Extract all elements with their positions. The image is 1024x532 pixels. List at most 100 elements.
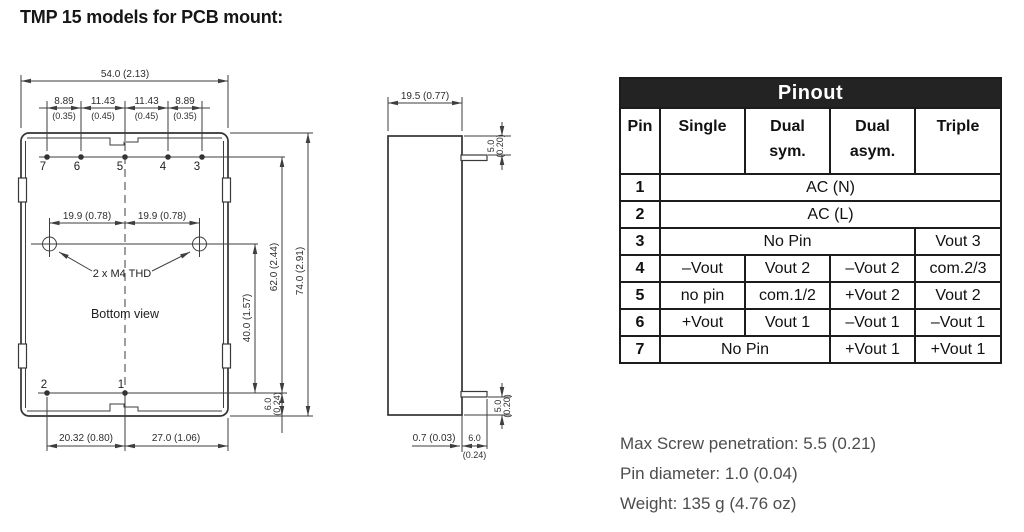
col-header-line1: Triple (936, 118, 980, 135)
pin-cell: 1 (619, 173, 661, 202)
notes-block: Max Screw penetration: 5.5 (0.21) Pin di… (620, 429, 876, 519)
col-header-pin: Pin (619, 107, 661, 175)
value-cell: AC (N) (658, 173, 1003, 202)
value-cell: Vout 3 (913, 227, 1003, 256)
note-weight: Weight: 135 g (4.76 oz) (620, 494, 797, 513)
dim-pitch-mm: 8.89 (54, 96, 74, 107)
table-row: 2 AC (L) (619, 200, 1003, 229)
dim-flange-length-in: (0.24) (463, 450, 487, 460)
pinout-table-title: Pinout (618, 77, 1003, 109)
dim-pitch-in: (0.45) (91, 111, 115, 121)
pin-cell: 6 (619, 308, 661, 337)
value-cell: No Pin (659, 335, 831, 364)
value-cell: +Vout (659, 308, 746, 337)
pin-6 (78, 154, 84, 160)
table-row: 3 No Pin Vout 3 (619, 227, 1003, 256)
table-row: 4 –Vout Vout 2 –Vout 2 com.2/3 (619, 254, 1003, 283)
pin-cell: 5 (619, 281, 661, 310)
value-cell: –Vout 2 (829, 254, 916, 283)
col-header-dual-asym: Dual asym. (829, 107, 916, 175)
pin-number: 3 (194, 161, 200, 173)
dim-flange-length-mm: 6.0 (468, 433, 481, 443)
col-header-line1: Single (678, 118, 727, 135)
dim-pitch-mm: 11.43 (134, 96, 159, 107)
mounting-flange-top (460, 154, 488, 162)
col-header-triple: Triple (913, 107, 1003, 175)
dim-flange-top-in: (0.20) (495, 134, 505, 158)
extension-lines (461, 399, 488, 452)
extension-lines (464, 135, 511, 156)
mounting-flange-bottom (460, 390, 488, 398)
extension-lines (230, 132, 313, 417)
col-header-line1: Pin (627, 118, 653, 135)
pin-1 (122, 390, 128, 396)
case-side-notch (17, 343, 28, 369)
thread-note: 2 x M4 THD (93, 268, 152, 280)
value-cell: Vout 2 (744, 254, 831, 283)
dim-overall-width: 54.0 (2.13) (101, 69, 149, 80)
dim-pitch-mm: 8.89 (175, 96, 195, 107)
pin-4 (165, 154, 171, 160)
dim-flange-bottom-mm: 5.0 (493, 400, 503, 413)
hole-crosshairs (49, 231, 200, 257)
dim-62: 62.0 (2.44) (269, 243, 280, 291)
value-cell: –Vout 1 (829, 308, 916, 337)
col-header-line2: asym. (849, 143, 896, 160)
value-cell: Vout 1 (744, 308, 831, 337)
value-cell: +Vout 2 (829, 281, 916, 310)
table-row: 5 no pin com.1/2 +Vout 2 Vout 2 (619, 281, 1003, 310)
pin-number: 2 (41, 379, 47, 391)
pin-7 (44, 154, 50, 160)
note-max-screw: Max Screw penetration: 5.5 (0.21) (620, 434, 877, 453)
dim-flange-top-mm: 5.0 (486, 140, 496, 153)
dim-bottom-left: 20.32 (0.80) (59, 433, 113, 444)
dim-40: 40.0 (1.57) (242, 294, 253, 342)
page-title: TMP 15 models for PCB mount: (20, 7, 284, 27)
extension-lines (20, 75, 229, 128)
table-row: 6 +Vout Vout 1 –Vout 1 –Vout 1 (619, 308, 1003, 337)
col-header-line1: Dual (855, 118, 890, 135)
pin-number: 4 (160, 161, 167, 173)
pin-number: 1 (118, 379, 124, 391)
pin-number: 6 (74, 161, 80, 173)
dim-flange-thickness: 0.7 (0.03) (413, 433, 456, 444)
pin-cell: 7 (619, 335, 661, 364)
dim-74: 74.0 (2.91) (295, 247, 306, 295)
case-side-notch (17, 177, 28, 203)
side-view-drawing: 19.5 (0.77) 5.0 (0.20) 5.0 (0.20) 0.7 (0… (387, 91, 512, 460)
case-side-outline (387, 135, 463, 416)
dim-flange-bottom-in: (0.20) (502, 394, 512, 418)
dim-pitch-in: (0.35) (173, 111, 197, 121)
pin-number: 7 (40, 161, 46, 173)
pin-3 (199, 154, 205, 160)
dim-hole-pitch: 19.9 (0.78) (138, 211, 186, 222)
note-pin-diameter: Pin diameter: 1.0 (0.04) (620, 464, 798, 483)
view-label: Bottom view (91, 307, 160, 321)
value-cell: Vout 2 (913, 281, 1003, 310)
col-header-line1: Dual (770, 118, 805, 135)
dim-6-in: (0.24) (272, 392, 282, 416)
pin-cell: 2 (619, 200, 661, 229)
value-cell: com.2/3 (913, 254, 1003, 283)
table-row: 7 No Pin +Vout 1 +Vout 1 (619, 335, 1003, 364)
pin-number: 5 (117, 161, 123, 173)
table-row: 1 AC (N) (619, 173, 1003, 202)
dim-pitch-mm: 11.43 (91, 96, 116, 107)
pin-cell: 4 (619, 254, 661, 283)
value-cell: –Vout 1 (913, 308, 1003, 337)
value-cell: –Vout (659, 254, 746, 283)
pin-cell: 3 (619, 227, 661, 256)
pin-2 (44, 390, 50, 396)
leader-line (151, 251, 191, 272)
dim-pitch-in: (0.45) (135, 111, 159, 121)
col-header-single: Single (659, 107, 746, 175)
value-cell: +Vout 1 (829, 335, 916, 364)
dim-6-mm: 6.0 (263, 398, 273, 411)
case-side-notch (221, 343, 232, 369)
value-cell: no pin (659, 281, 746, 310)
extension-lines (387, 97, 463, 131)
